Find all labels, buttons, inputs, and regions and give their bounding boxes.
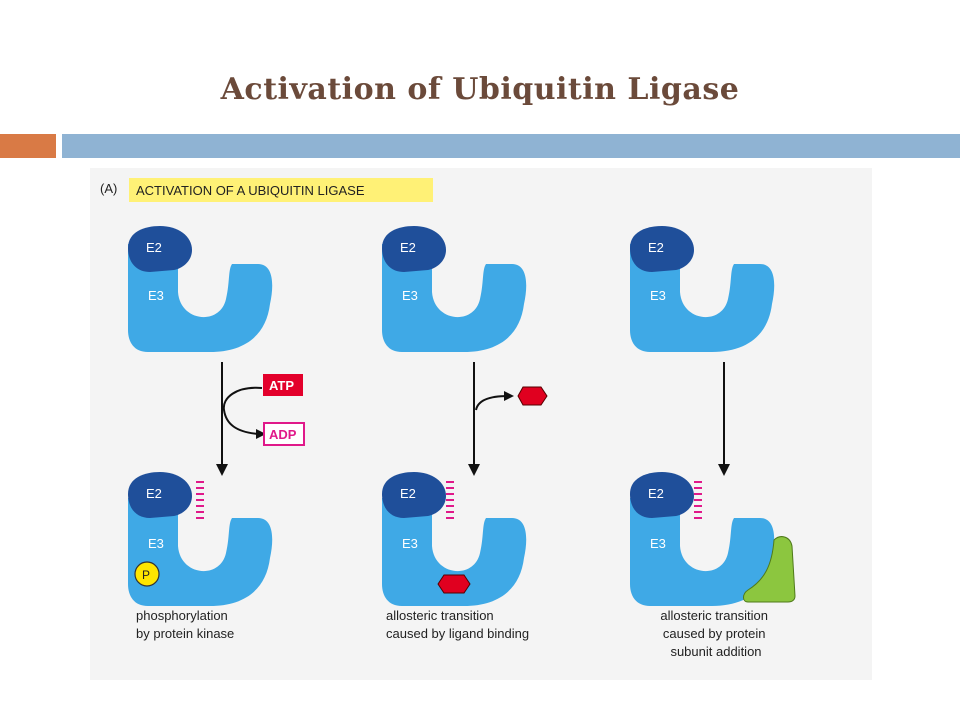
e2-inactive-1: E2 (128, 226, 192, 272)
svg-text:E3: E3 (650, 536, 666, 551)
panel-title-highlight (129, 178, 433, 202)
adp-label: ADP (269, 427, 297, 442)
ligand-icon (517, 386, 548, 406)
e3-active-3: E3 (630, 498, 775, 606)
e3-inactive-2: E3 (382, 244, 527, 352)
caption-1: phosphorylation by protein kinase (136, 608, 234, 641)
e3-active-2: E3 (382, 498, 527, 606)
accent-bar-orange (0, 134, 56, 158)
atp-label: ATP (269, 378, 294, 393)
svg-text:E2: E2 (400, 486, 416, 501)
e2-inactive-3: E2 (630, 226, 694, 272)
atp-adp-curve (222, 386, 263, 435)
e3-active-1: E3 (128, 498, 273, 606)
e2-active-1: E2 (128, 472, 192, 518)
accent-bar-blue (62, 134, 960, 158)
svg-text:E3: E3 (402, 288, 418, 303)
svg-text:E3: E3 (148, 536, 164, 551)
svg-text:E3: E3 (650, 288, 666, 303)
svg-text:E2: E2 (146, 486, 162, 501)
svg-text:E3: E3 (402, 536, 418, 551)
column-phosphorylation: E3 E2 ATP ADP E3 E2 (128, 226, 305, 641)
atp-box (263, 374, 303, 396)
e3-inactive-3: E3 (630, 244, 775, 352)
caption-2: allosteric transition caused by ligand b… (386, 608, 529, 641)
caption-3: allosteric transition caused by protein … (660, 608, 771, 659)
adp-box (263, 422, 305, 446)
activation-ticks-3 (694, 481, 702, 519)
column-subunit-addition: E3 E2 E3 E2 allosteric transition caused… (630, 226, 796, 659)
e2-active-3: E2 (630, 472, 694, 518)
panel-label: (A) (100, 181, 117, 196)
e2-active-2: E2 (382, 472, 446, 518)
protein-subunit-icon (743, 536, 796, 603)
svg-text:E2: E2 (400, 240, 416, 255)
phosphate-icon (134, 561, 160, 587)
svg-text:E2: E2 (648, 486, 664, 501)
svg-text:E3: E3 (148, 288, 164, 303)
panel-title: ACTIVATION OF A UBIQUITIN LIGASE (136, 183, 365, 198)
bound-ligand-icon (437, 574, 471, 594)
e3-inactive-1: E3 (128, 244, 273, 352)
ligand-arrow (475, 395, 509, 411)
svg-text:E2: E2 (648, 240, 664, 255)
e2-inactive-2: E2 (382, 226, 446, 272)
slide-title: Activation of Ubiquitin Ligase (220, 72, 740, 107)
svg-text:P: P (142, 568, 150, 582)
activation-ticks-2 (446, 481, 454, 519)
svg-text:E2: E2 (146, 240, 162, 255)
activation-ticks-1 (196, 481, 204, 519)
column-ligand-binding: E3 E2 E3 E2 allosteric transition caus (382, 226, 548, 641)
